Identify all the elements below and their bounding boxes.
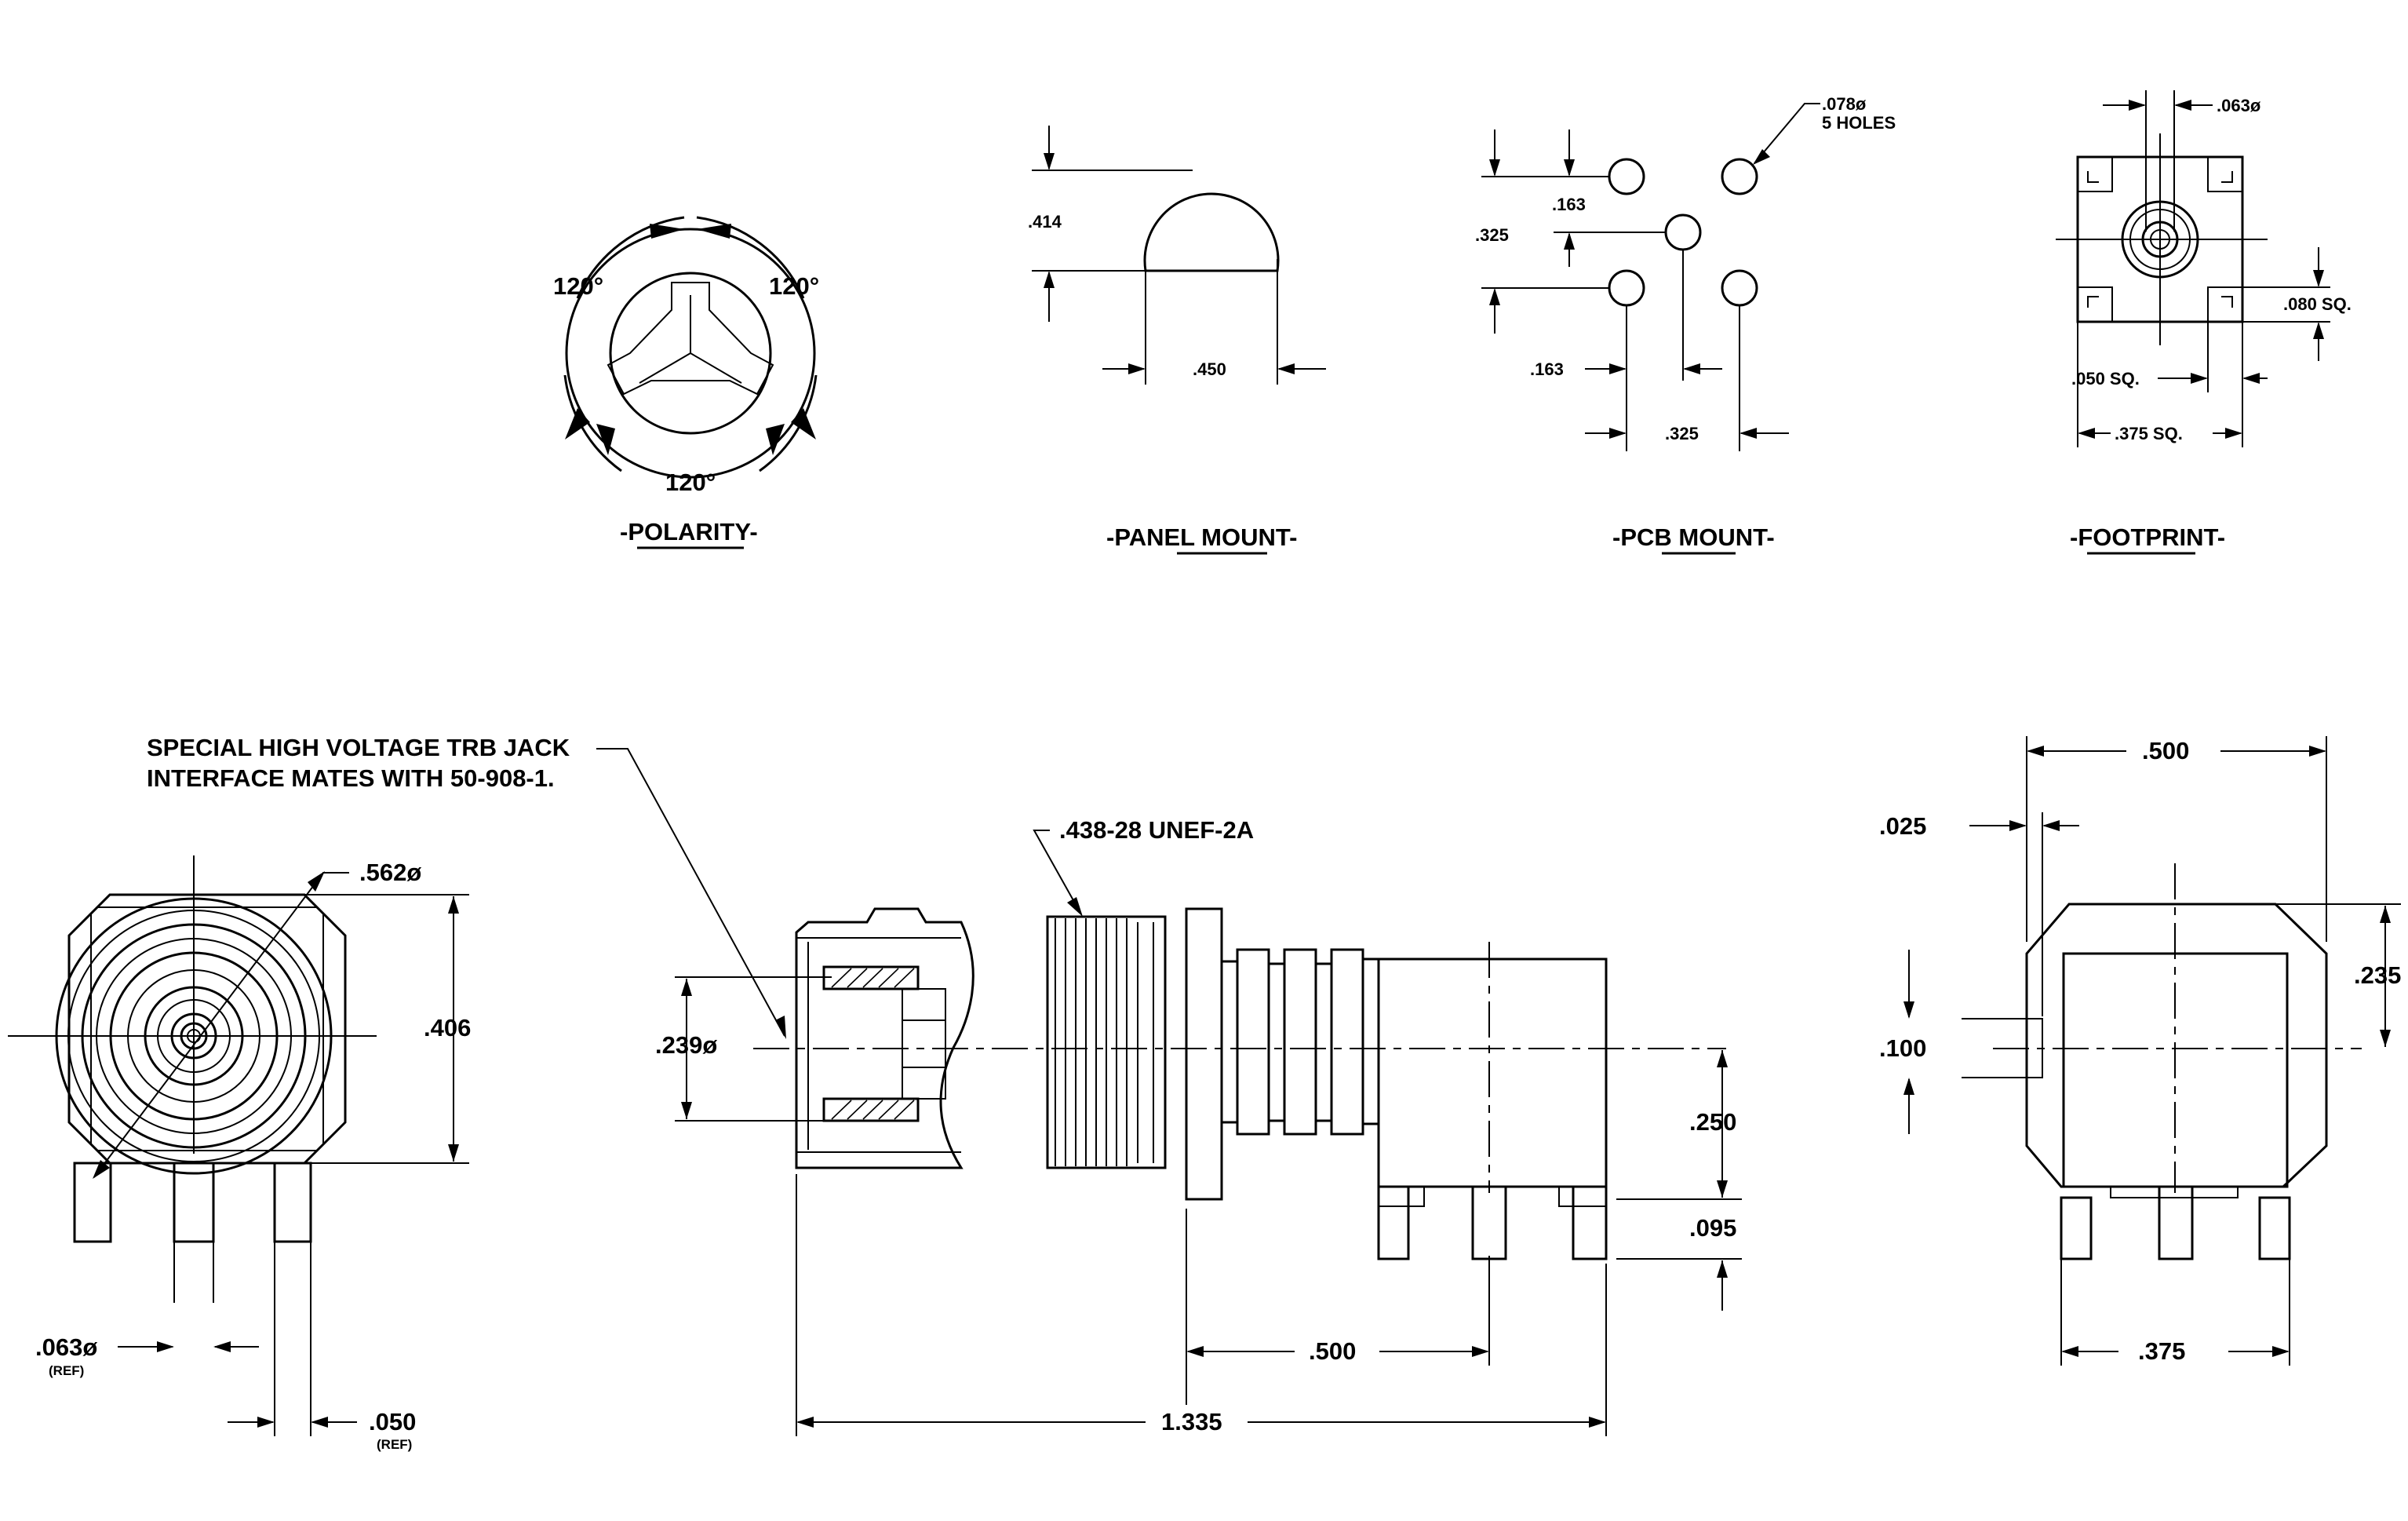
panel-mount-view: .414 .450 -PANEL MOUNT- bbox=[1028, 126, 1326, 555]
pcb-mount-view: .163 .325 .163 .325 .078ø 5 HOLES -PCB M… bbox=[1475, 94, 1896, 555]
rear-view: .500 .025 .235 .100 .375 bbox=[1879, 736, 2401, 1366]
side-overall-length: 1.335 bbox=[1161, 1408, 1222, 1435]
footprint-view: .063ø .080 SQ. .050 SQ. .375 SQ. -FOOTPR… bbox=[2056, 90, 2352, 555]
panel-mount-label: -PANEL MOUNT- bbox=[1106, 523, 1297, 551]
pcb-offset-top: .163 bbox=[1552, 195, 1586, 214]
footprint-outer-sq: .375 SQ. bbox=[2115, 424, 2183, 443]
rear-top-height: .235 bbox=[2354, 961, 2401, 989]
panel-width-dim: .450 bbox=[1193, 359, 1226, 379]
rear-pin-span: .375 bbox=[2138, 1337, 2185, 1365]
polarity-angle-3: 120° bbox=[665, 469, 716, 496]
rear-tab-offset: .025 bbox=[1879, 812, 1926, 840]
pcb-pitch-v: .325 bbox=[1475, 225, 1509, 245]
side-thread-callout: .438-28 UNEF-2A bbox=[1059, 816, 1254, 844]
polarity-angle-1: 120° bbox=[553, 272, 603, 300]
panel-height-dim: .414 bbox=[1028, 212, 1062, 232]
pcb-pitch-h: .325 bbox=[1665, 424, 1699, 443]
side-note-line1: SPECIAL HIGH VOLTAGE TRB JACK bbox=[147, 734, 570, 761]
pcb-mount-label: -PCB MOUNT- bbox=[1612, 523, 1775, 551]
side-bore-dia: .239ø bbox=[655, 1031, 717, 1059]
polarity-view: 120° 120° 120° -POLARITY- bbox=[553, 216, 819, 549]
pcb-hole-count: 5 HOLES bbox=[1822, 113, 1896, 133]
polarity-angle-2: 120° bbox=[769, 272, 819, 300]
front-pin-dia: .063ø bbox=[35, 1333, 97, 1361]
footprint-pad-sq: .080 SQ. bbox=[2283, 294, 2352, 314]
rear-width: .500 bbox=[2142, 737, 2189, 764]
front-pin-dia-ref: (REF) bbox=[49, 1363, 84, 1378]
polarity-label: -POLARITY- bbox=[620, 518, 758, 545]
front-body-dia: .562ø bbox=[359, 859, 421, 886]
side-view: SPECIAL HIGH VOLTAGE TRB JACK INTERFACE … bbox=[147, 734, 1742, 1436]
rear-tab-height: .100 bbox=[1879, 1034, 1926, 1062]
front-height-dim: .406 bbox=[424, 1014, 471, 1041]
side-height-to-center: .250 bbox=[1689, 1108, 1736, 1136]
front-view: .063ø (REF) .050 (REF) .406 .562ø bbox=[8, 855, 471, 1452]
side-standoff: .095 bbox=[1689, 1214, 1736, 1242]
footprint-label: -FOOTPRINT- bbox=[2070, 523, 2225, 551]
front-pin-gap-ref: (REF) bbox=[377, 1437, 412, 1452]
side-note-line2: INTERFACE MATES WITH 50-908-1. bbox=[147, 764, 555, 792]
side-flange-to-pin: .500 bbox=[1309, 1337, 1356, 1365]
footprint-inner-sq: .050 SQ. bbox=[2071, 369, 2140, 388]
pcb-offset-left: .163 bbox=[1530, 359, 1564, 379]
footprint-pin-dia: .063ø bbox=[2217, 96, 2261, 115]
pcb-hole-dia: .078ø bbox=[1822, 94, 1867, 114]
front-pin-gap: .050 bbox=[369, 1408, 416, 1435]
